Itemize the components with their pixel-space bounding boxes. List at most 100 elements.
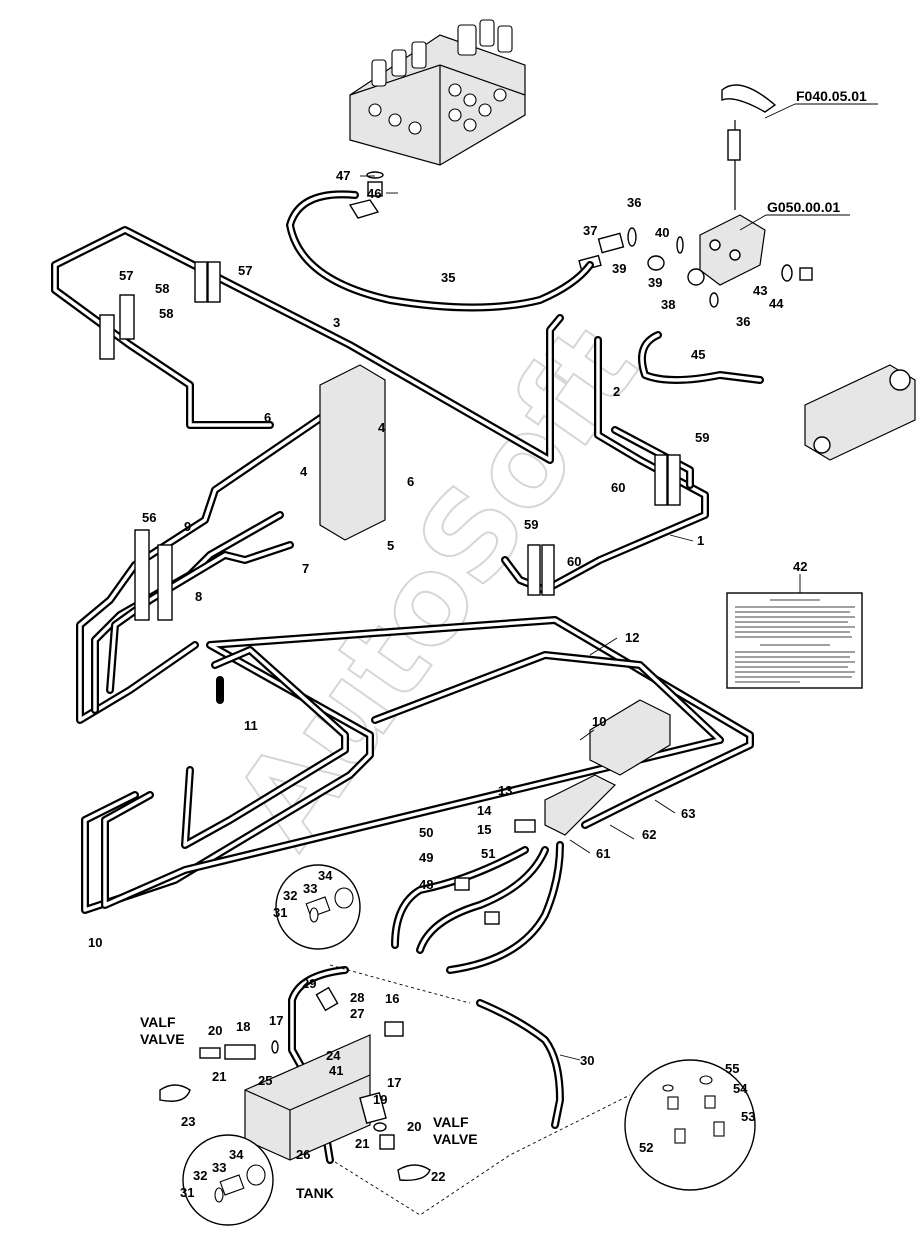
callout: 33 [303,881,317,896]
ref-g050: G050.00.01 [767,199,840,215]
callout: 28 [350,990,364,1005]
pedal-valve-assembly [699,84,777,286]
callout: 19 [373,1092,387,1107]
detail-circles [182,864,756,1226]
callout: 16 [385,991,399,1006]
reference-labels: F040.05.01 G050.00.01 [739,88,878,231]
callout: 4 [300,464,308,479]
valf-left-1: VALF [140,1014,176,1030]
callout: 5 [387,538,394,553]
callout: 62 [642,827,656,842]
callout: 47 [336,168,350,183]
callout: 33 [212,1160,226,1175]
callout: 17 [269,1013,283,1028]
callout: 10 [592,714,606,729]
callout: 4 [378,420,386,435]
callout: 51 [481,846,495,861]
instruction-label-42 [726,574,863,689]
callout: 31 [273,905,287,920]
callout: 49 [419,850,433,865]
callout: 21 [355,1136,369,1151]
callout: 21 [212,1069,226,1084]
callout: 58 [159,306,173,321]
callout: 11 [244,718,258,733]
fitting-46-47 [348,171,384,219]
callout: 13 [498,783,512,798]
callout: 44 [769,296,784,311]
callout: 55 [725,1061,739,1076]
callout: 46 [367,186,381,201]
callout: 57 [238,263,252,278]
callout: 36 [627,195,641,210]
callout: 10 [88,935,102,950]
callout: 9 [184,519,191,534]
callout: 6 [407,474,414,489]
callout: 22 [431,1169,445,1184]
callout: 1 [697,533,704,548]
callout: 52 [639,1140,653,1155]
valf-left-2: VALVE [140,1031,185,1047]
callout: 59 [524,517,538,532]
callout: 6 [264,410,271,425]
callout: 31 [180,1185,194,1200]
pedal-valve-fittings [578,227,813,308]
valf-right-2: VALVE [433,1131,478,1147]
callout: 50 [419,825,433,840]
callout: 27 [350,1006,364,1021]
callout: 23 [181,1114,195,1129]
callout: 39 [612,261,626,276]
tank-label: TANK [296,1185,334,1201]
clamps-brackets [99,261,681,925]
hydraulic-hoses [51,190,764,1164]
callout: 26 [296,1147,310,1162]
callout: 58 [155,281,169,296]
callout: 15 [477,822,491,837]
callout: 20 [407,1119,421,1134]
callout: 54 [733,1081,748,1096]
callout: 34 [318,868,333,883]
callout: 34 [229,1147,244,1162]
callout: 32 [193,1168,207,1183]
callout: 20 [208,1023,222,1038]
callout: 48 [419,877,433,892]
callout: 61 [596,846,610,861]
callout: 38 [661,297,675,312]
ref-f040: F040.05.01 [796,88,867,104]
callout: 39 [648,275,662,290]
callout: 18 [236,1019,250,1034]
callout: 8 [195,589,202,604]
valf-right-1: VALF [433,1114,469,1130]
callout: 24 [326,1048,341,1063]
valve-fittings-left [159,986,431,1181]
control-valve-block [349,19,526,166]
callout: 59 [695,430,709,445]
callout: 60 [567,554,581,569]
callout: 2 [613,384,620,399]
callout: 30 [580,1053,594,1068]
callout: 25 [258,1073,272,1088]
leader-lines [360,175,694,1061]
callout: 45 [691,347,705,362]
callout: 57 [119,268,133,283]
callout: 12 [625,630,639,645]
callout: 36 [736,314,750,329]
callout: 35 [441,270,455,285]
callout: 42 [793,559,807,574]
callout: 3 [333,315,340,330]
callout: 14 [477,803,492,818]
callout: 40 [655,225,669,240]
callout: 32 [283,888,297,903]
callout: 43 [753,283,767,298]
callout: 37 [583,223,597,238]
return-manifold [804,364,916,461]
tank [244,1034,371,1161]
callout: 53 [741,1109,755,1124]
callout-numbers: 1 2 3 4 4 5 6 6 7 8 9 10 10 11 12 13 14 … [88,168,807,1200]
callout: 29 [302,976,316,991]
callout: 56 [142,510,156,525]
text-labels: VALF VALVE VALF VALVE TANK [140,1014,478,1201]
callout: 60 [611,480,625,495]
callout: 7 [302,561,309,576]
callout: 17 [387,1075,401,1090]
